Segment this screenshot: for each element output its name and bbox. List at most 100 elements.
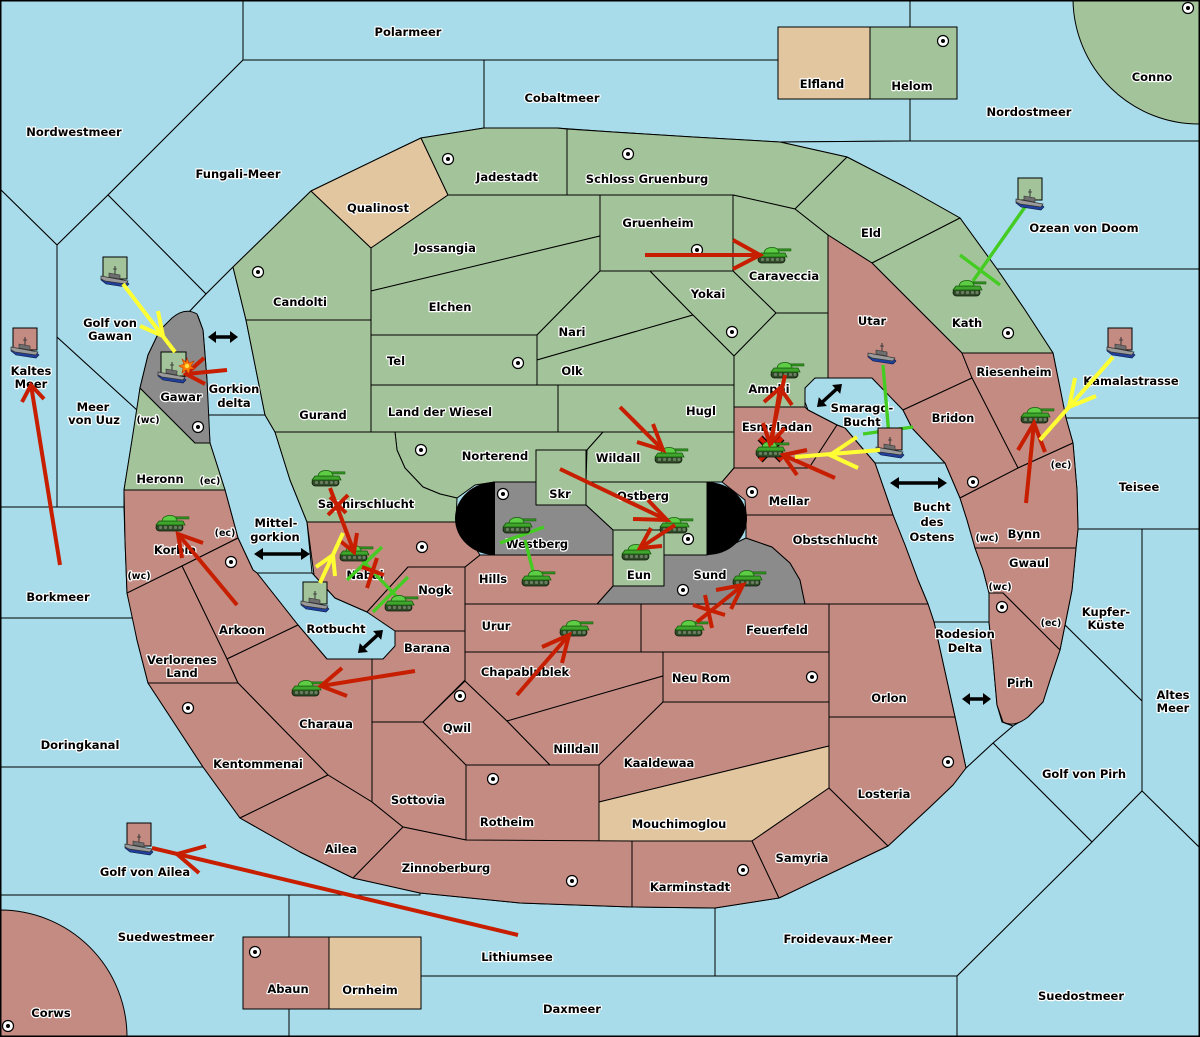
supply-center-icon-rotheim <box>486 772 500 786</box>
coast-label-bynn-ec: (ec) <box>1051 460 1072 471</box>
region-label-nilldall: Nilldall <box>553 742 598 756</box>
supply-center-icon-tel <box>511 356 525 370</box>
supply-center-icon-westberg <box>496 487 510 501</box>
region-label-neu-rom: Neu Rom <box>672 671 730 685</box>
region-label-elfland: Elfland <box>800 77 845 91</box>
region-label-karminstadt: Karminstadt <box>650 880 731 894</box>
region-label-candolti: Candolti <box>273 295 327 309</box>
region-label-tel: Tel <box>387 354 405 368</box>
region-label-norterend: Norterend <box>462 449 528 463</box>
land-region-conno[interactable] <box>1072 0 1200 125</box>
region-label-rodesion-delta: Rodesion <box>935 627 995 641</box>
region-label-samyria: Samyria <box>776 851 829 865</box>
supply-center-icon-yokai <box>725 325 739 339</box>
region-label-sund: Sund <box>694 568 727 582</box>
land-region-mellar[interactable] <box>721 424 894 516</box>
sea-region-teisee[interactable] <box>1065 417 1200 530</box>
region-label-suedostmeer: Suedostmeer <box>1038 989 1124 1003</box>
supply-center-icon-zinnoberburg <box>565 874 579 888</box>
region-label-bynn: Bynn <box>1008 527 1041 541</box>
supply-center-icon-neu-rom <box>805 670 819 684</box>
region-label-utar: Utar <box>858 314 887 328</box>
region-label-feuerfeld: Feuerfeld <box>746 623 808 637</box>
region-label-esmaladan: Esmaladan <box>742 420 812 434</box>
region-label-barana: Barana <box>404 641 450 655</box>
region-label-kath: Kath <box>952 316 982 330</box>
supply-center-icon-norterend <box>414 443 428 457</box>
fleet-unit-gawar <box>157 351 187 384</box>
connection-arrows <box>208 331 991 705</box>
supply-center-icon-gruenheim <box>690 243 704 257</box>
fleet-unit-golf-von-gawan <box>100 256 130 288</box>
region-label-mouchimoglou: Mouchimoglou <box>632 817 727 831</box>
region-label-elchen: Elchen <box>429 300 472 314</box>
region-label-yokai: Yokai <box>690 287 726 301</box>
region-label-heronn: Heronn <box>136 472 183 486</box>
land-region-karminstadt[interactable] <box>631 840 780 909</box>
region-label-caraveccia: Caraveccia <box>749 269 819 283</box>
order-arrow-mellar-esmaladan <box>779 448 836 480</box>
region-label-jossangia: Jossangia <box>413 241 476 255</box>
coast-label-bynn-wc: (wc) <box>975 533 998 544</box>
region-label-schloss-gruenburg: Schloss Gruenburg <box>586 172 708 186</box>
region-label-golf-von-ailea: Golf von Ailea <box>100 865 190 879</box>
region-label-land-der-wiesel: Land der Wiesel <box>388 405 492 419</box>
region-label-zinnoberburg: Zinnoberburg <box>402 861 491 875</box>
supply-center-icon-bridon <box>966 475 980 489</box>
order-arrow-borkmeer-kaltes-meer <box>20 381 62 566</box>
land-region-saphirschlucht[interactable] <box>274 431 458 523</box>
supply-center-icon-gawar <box>191 420 205 434</box>
region-label-suedwestmeer: Suedwestmeer <box>118 930 215 944</box>
region-label-gawar: Gawar <box>160 390 202 404</box>
order-line-support-westberg-hills <box>499 525 545 572</box>
order-arrow-arkoon-korbia <box>175 530 239 607</box>
land-region-rotheim[interactable] <box>465 764 600 842</box>
order-arrow-feuerfeld-sund <box>695 582 747 624</box>
impassable-area-east <box>707 482 748 555</box>
double-arrow-icon-bucht-des-ostens <box>890 477 947 489</box>
fleet-unit-ozean-von-doom <box>1015 177 1045 211</box>
supply-center-icon-kath <box>1001 326 1015 340</box>
region-label-fungali-meer: Fungali-Meer <box>195 167 280 181</box>
region-label-borkmeer: Borkmeer <box>26 590 90 604</box>
region-label-qualinost: Qualinost <box>347 201 410 215</box>
fleet-unit-rotbucht <box>300 581 330 613</box>
bounce-burst-icon <box>178 357 196 375</box>
supply-center-icon-corws <box>1 1019 15 1033</box>
coast-label-gwaul-wc: (wc) <box>988 582 1011 593</box>
region-label-golf-von-gawan: Golf von <box>83 316 137 330</box>
region-label-abaun: Abaun <box>267 982 308 996</box>
land-region-corws[interactable] <box>0 909 128 1037</box>
double-arrow-icon-mittel-gorkion <box>254 548 310 560</box>
order-line-support-ozean-von-doom-kath <box>958 206 1027 287</box>
supply-center-icon-qwil <box>453 689 467 703</box>
supply-center-icon-abaun <box>248 945 262 959</box>
region-label-eld: Eld <box>861 226 881 240</box>
fleet-unit-golf-von-ailea <box>124 822 154 856</box>
region-label-mittel-gorkion: Mittel- <box>255 516 298 530</box>
land-region-ornheim[interactable] <box>328 936 422 1010</box>
fleet-unit-kaltes-meer <box>10 327 40 359</box>
land-region-pirh[interactable] <box>988 592 1061 725</box>
region-label-hugl: Hugl <box>686 404 716 418</box>
double-arrow-icon-rodesion-delta <box>962 693 991 705</box>
order-arrow-kamalastrasse-riesenheim <box>1038 355 1115 442</box>
supply-center-icon-mellar <box>745 485 759 499</box>
region-label-froidevaux-meer: Froidevaux-Meer <box>783 932 892 946</box>
region-label-smaragd-bucht: Smaragd- <box>831 401 894 415</box>
region-label-kentommenai: Kentommenai <box>213 757 303 771</box>
region-label-kupfer-kueste-line2: Küste <box>1087 618 1124 632</box>
region-label-pirh: Pirh <box>1007 676 1033 690</box>
region-label-daxmeer: Daxmeer <box>543 1002 601 1016</box>
region-label-rotbucht: Rotbucht <box>306 622 366 636</box>
land-region-gruenheim[interactable] <box>599 194 734 272</box>
land-region-jossangia[interactable] <box>370 194 601 292</box>
coast-label-gwaul-ec: (ec) <box>1041 618 1062 629</box>
region-label-nordostmeer: Nordostmeer <box>987 105 1072 119</box>
land-region-losteria[interactable] <box>828 716 967 847</box>
region-label-qwil: Qwil <box>443 721 471 735</box>
land-region-bynn[interactable] <box>959 442 1079 549</box>
